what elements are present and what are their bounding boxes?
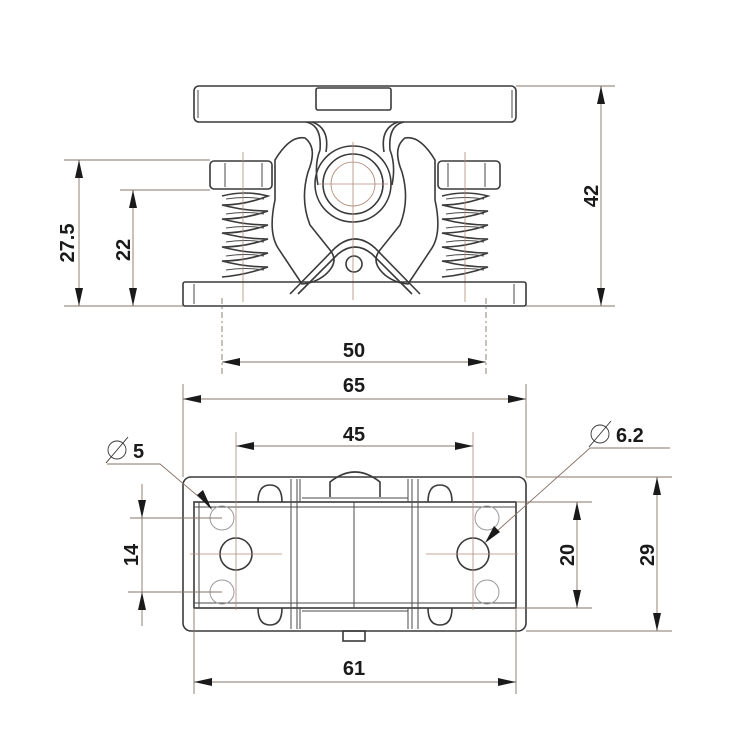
cover-tab [315,87,392,111]
front-view-dimensions: 42 27.5 22 50 [57,85,615,366]
dim-inner-width: 20 [557,544,579,566]
small-hole [474,505,500,531]
left-lever [271,136,335,285]
left-spring-cap [209,160,273,190]
dim-spring-top-height: 22 [113,239,135,261]
bottom-nub [342,630,366,642]
dim-spring-seat-height: 27.5 [57,224,79,263]
top-view [182,432,527,642]
small-hole [474,579,500,605]
inner-plate [193,501,517,609]
dim-overall-height: 42 [581,185,603,207]
right-lever [375,136,439,285]
dim-base-length: 61 [343,658,365,680]
dim-small-hole-spacing: 14 [121,543,143,566]
pivot-pin [345,255,363,273]
dim-overall-width: 29 [637,544,659,566]
left-spring [221,192,271,278]
top-nub [329,471,381,497]
diameter-callout-5: 5 [105,436,213,510]
dim-hole-center-distance: 45 [343,424,365,446]
diameter-callout-6-2: 6.2 [485,420,670,543]
base-plate [182,281,527,307]
dim-large-hole-diameter: 6.2 [616,425,644,447]
cover-plate [193,85,517,123]
right-spring-cap [437,160,501,190]
dim-spring-center-distance: 50 [343,340,365,362]
front-view [182,85,527,376]
dim-small-hole-diameter: 5 [133,441,144,463]
dim-overall-length: 65 [343,375,365,397]
top-view-dimensions: 65 45 61 29 20 14 [105,375,672,694]
